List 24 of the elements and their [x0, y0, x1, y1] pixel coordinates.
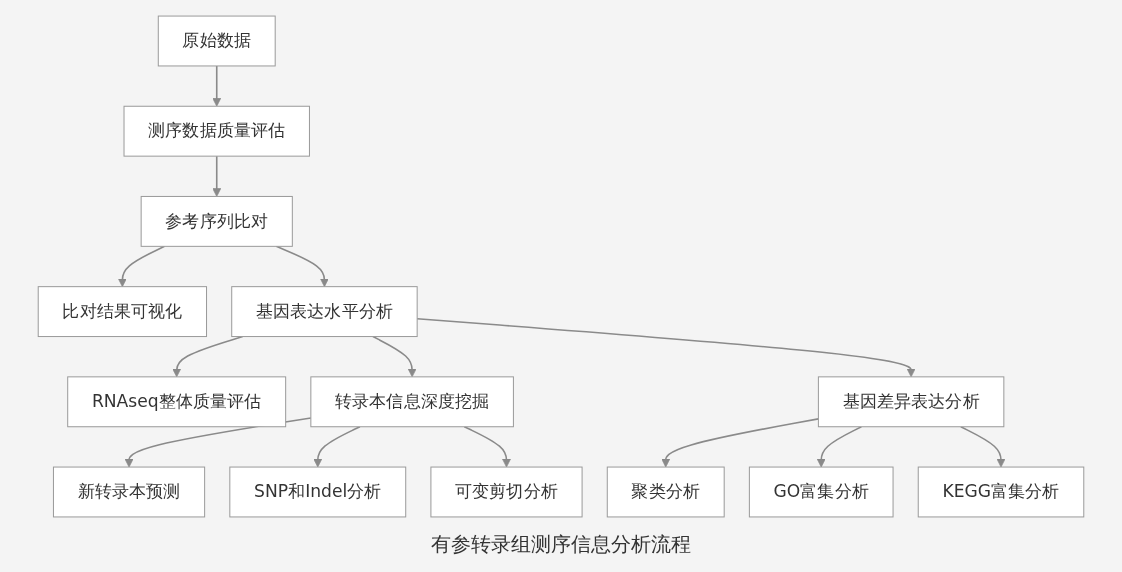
diagram-caption: 有参转录组测序信息分析流程: [431, 531, 691, 558]
arrow: [212, 65, 222, 107]
node-box: 测序数据质量评估: [123, 105, 310, 157]
arrow: [960, 425, 1006, 468]
arrow: [212, 155, 222, 197]
node-box: RNAseq整体质量评估: [67, 376, 287, 428]
node-box: 基因差异表达分析: [817, 376, 1005, 428]
arrow: [816, 425, 863, 468]
node-box: SNP和Indel分析: [229, 466, 407, 518]
node-box: 比对结果可视化: [37, 286, 208, 338]
arrow: [372, 335, 417, 378]
node-box: 聚类分析: [606, 466, 725, 518]
node-box: GO富集分析: [748, 466, 894, 518]
node-box: 基因表达水平分析: [231, 286, 418, 338]
node-box: 参考序列比对: [140, 195, 293, 247]
arrow: [463, 425, 511, 468]
node-box: KEGG富集分析: [917, 466, 1085, 518]
node-box: 新转录本预测: [52, 466, 206, 518]
arrow: [275, 245, 329, 288]
arrow: [313, 425, 361, 468]
node-box: 转录本信息深度挖掘: [310, 376, 514, 428]
node-box: 原始数据: [157, 15, 276, 67]
node-box: 可变剪切分析: [430, 466, 583, 518]
arrow: [117, 245, 166, 288]
